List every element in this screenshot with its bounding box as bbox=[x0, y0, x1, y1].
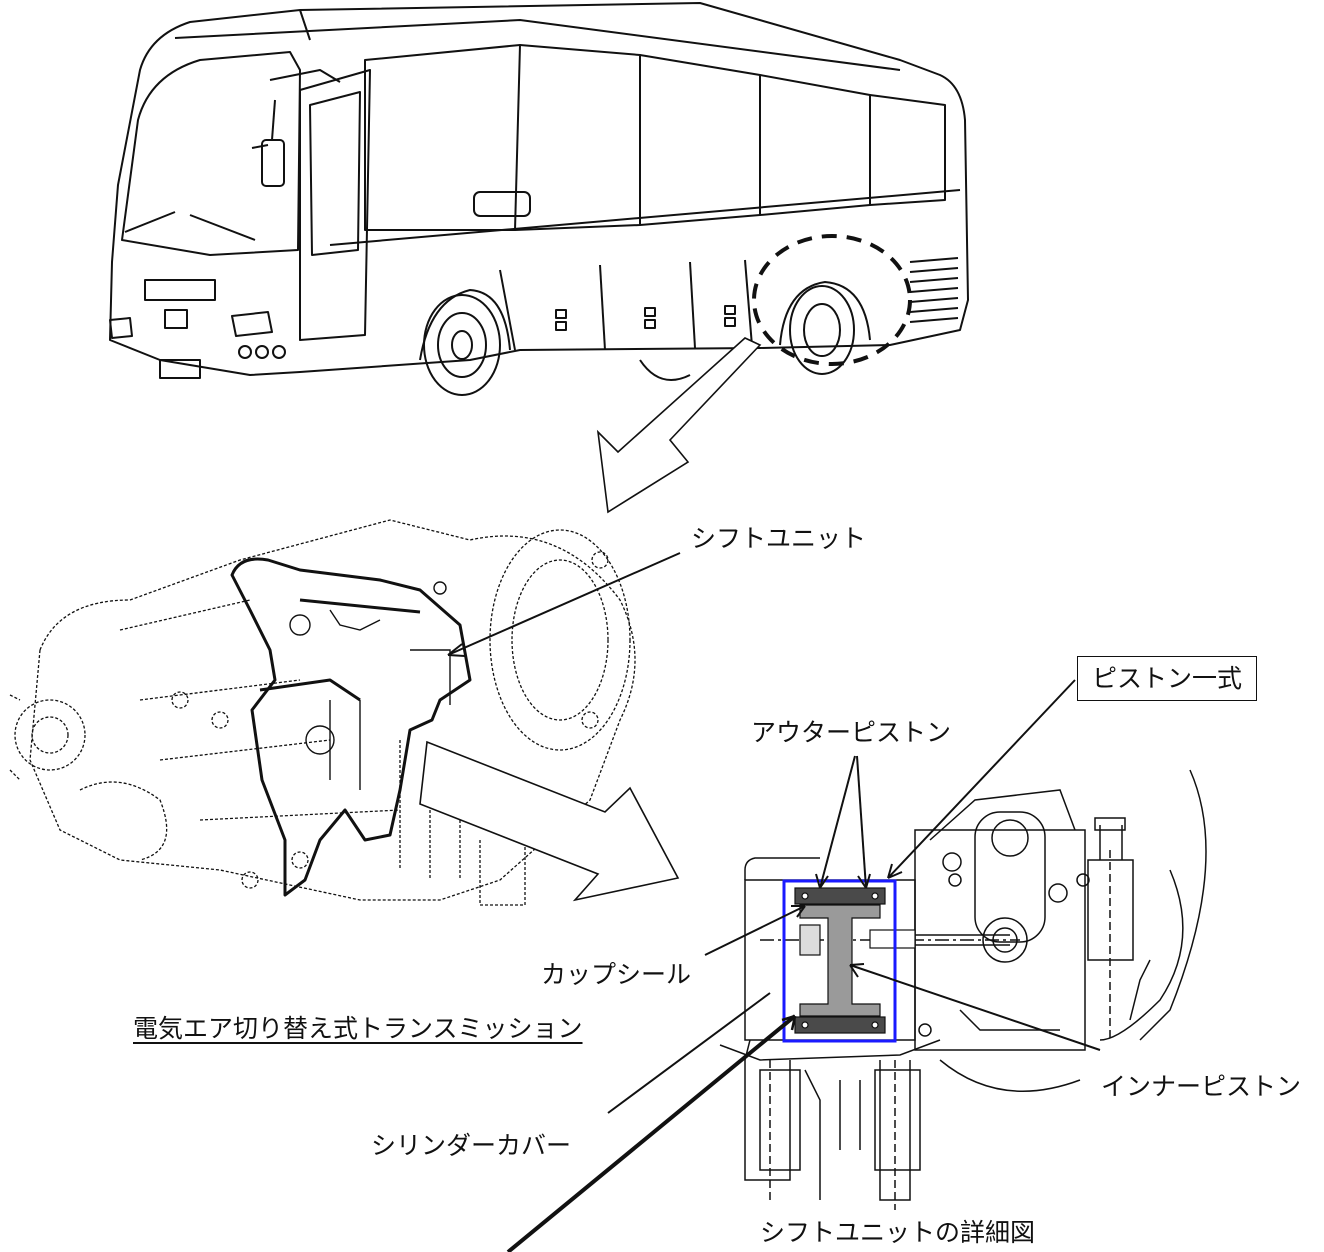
label-piston-set: ピストン一式 bbox=[1077, 656, 1258, 701]
rear-axle-highlight bbox=[752, 234, 912, 366]
label-cup-seal: カップシール bbox=[541, 960, 692, 989]
piston-set-frame bbox=[782, 879, 897, 1043]
arrow-transmission-to-detail bbox=[419, 740, 680, 902]
leader-shift-unit bbox=[447, 552, 681, 656]
label-transmission: 電気エア切り替え式トランスミッション bbox=[133, 1014, 583, 1043]
label-outer-piston: アウターピストン bbox=[751, 718, 952, 747]
arrow-bus-to-transmission bbox=[596, 337, 762, 514]
bus-illustration bbox=[109, 2, 969, 396]
label-cylinder-cover: シリンダーカバー bbox=[371, 1131, 572, 1160]
transmission-illustration bbox=[9, 519, 636, 906]
piston-assembly bbox=[794, 887, 916, 1034]
caption-shift-unit-detail: シフトユニットの詳細図 bbox=[760, 1218, 1036, 1247]
shift-unit-outline bbox=[230, 557, 472, 897]
label-inner-piston: インナーピストン bbox=[1101, 1072, 1302, 1101]
shift-unit-detail-illustration bbox=[719, 769, 1207, 1210]
shift-unit-detail-lines bbox=[289, 581, 451, 790]
label-shift-unit: シフトユニット bbox=[691, 524, 867, 553]
detail-leader-lines bbox=[506, 679, 1101, 1252]
